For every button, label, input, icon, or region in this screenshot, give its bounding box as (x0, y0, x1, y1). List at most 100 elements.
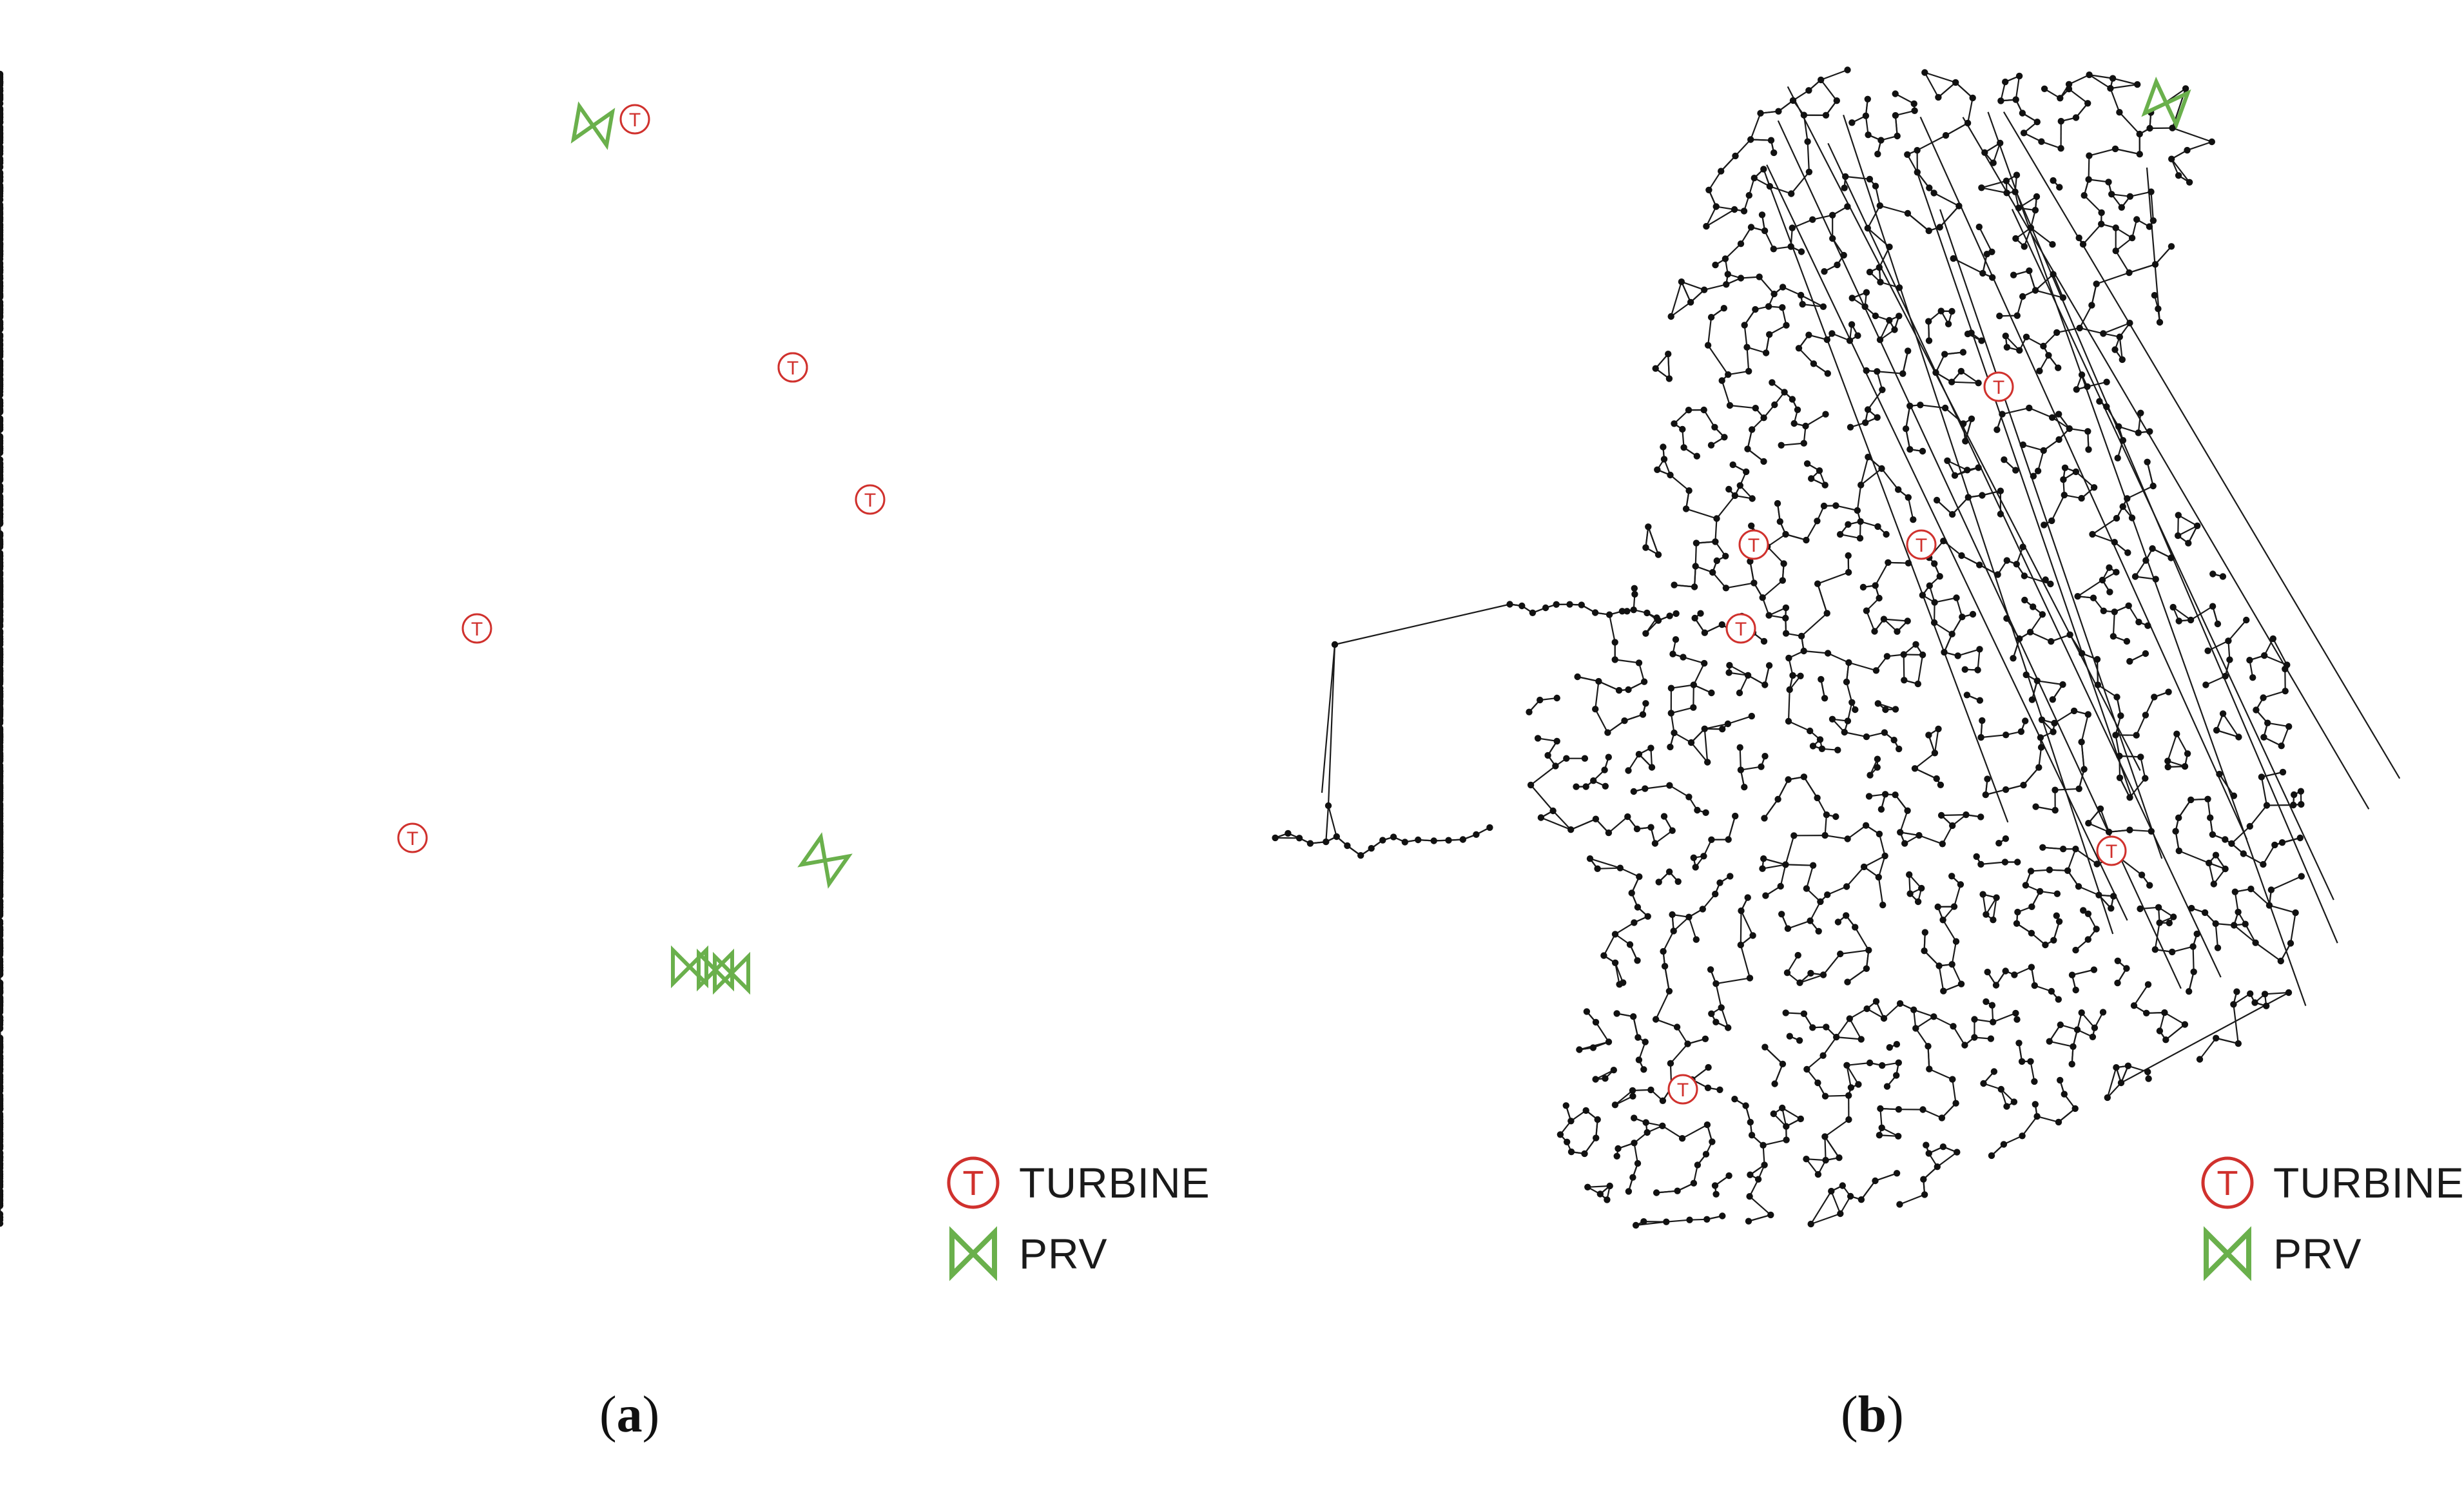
pipe (1981, 187, 2007, 194)
junction-node (0, 129, 4, 137)
pipe (2177, 525, 2198, 537)
junction-node (0, 1044, 4, 1052)
junction-node (0, 1131, 4, 1138)
pipe (1903, 654, 1905, 681)
pipe (1905, 405, 1911, 429)
junction-node (1745, 191, 1752, 199)
junction-node (0, 143, 4, 150)
junction-node (0, 259, 4, 267)
pipe (2272, 638, 2288, 666)
pipe (2028, 270, 2037, 291)
pipe (1785, 864, 1814, 866)
pipe (1597, 867, 1620, 869)
pipe (1683, 656, 1705, 665)
pipe (1598, 681, 1620, 692)
pipe (2171, 159, 2190, 183)
pipe (1688, 917, 1697, 940)
pipe (1806, 1054, 1824, 1070)
turbine-icon: T (619, 104, 650, 135)
junction-node (1775, 108, 1782, 115)
junction-node (0, 735, 4, 742)
pipe (1670, 281, 1682, 317)
pipe (2083, 195, 2102, 213)
pipe (1703, 284, 1727, 291)
pipe (1607, 720, 1625, 733)
junction-node (0, 110, 4, 117)
junction-node (0, 904, 4, 911)
pipe (1961, 370, 1979, 384)
junction-node (1914, 147, 1921, 154)
pipe (1945, 122, 1968, 137)
pipe (1790, 171, 1810, 195)
pipe (1952, 496, 1969, 515)
junction-node (2057, 117, 2064, 125)
pipe (2222, 713, 2240, 738)
junction-node (0, 318, 4, 326)
pipe (1764, 1046, 1783, 1065)
pipe (1787, 955, 1799, 973)
junction-node (1767, 137, 1775, 144)
pipe (1589, 858, 1621, 869)
pipe (1907, 213, 1930, 231)
junction-node (0, 685, 4, 692)
pipe (1767, 546, 1785, 565)
pipe (1883, 1003, 1901, 1019)
pipe (1615, 659, 1640, 664)
pipe (1961, 555, 1980, 566)
junction-node (2109, 75, 2117, 82)
pipe (1727, 815, 1736, 840)
pipe (2091, 518, 2117, 535)
pipe (2231, 826, 2251, 844)
pipe (2118, 425, 2139, 434)
pipe (1595, 681, 1600, 710)
pipe (1952, 381, 1979, 384)
pipe (2075, 848, 2098, 865)
pipe (2234, 891, 2239, 913)
junction-node (2086, 152, 2093, 159)
junction-node (0, 925, 4, 933)
pipe (1656, 1190, 1678, 1194)
junction-node (1805, 87, 1812, 94)
pipe (1714, 518, 1718, 542)
pipe (1981, 861, 2005, 865)
pipe (1707, 317, 1712, 345)
pipe (1823, 953, 1841, 976)
junction-node (0, 538, 4, 545)
pipe (1721, 380, 1731, 406)
pipe (2012, 638, 2021, 659)
junction-node (0, 119, 4, 126)
pipe (2188, 971, 2195, 992)
pipe (2265, 991, 2289, 995)
junction-node (1990, 159, 1997, 166)
pipe (1715, 983, 1722, 1008)
junction-node (0, 989, 4, 996)
pipe (2263, 690, 2286, 699)
junction-node (0, 368, 4, 375)
pipe (1734, 139, 1752, 157)
pipe (1899, 1194, 1925, 1205)
pipe (2233, 924, 2256, 944)
pipe (1860, 456, 1869, 485)
pipe (2058, 1108, 2076, 1123)
junction-node (2012, 188, 2019, 195)
junction-node (1877, 137, 1885, 144)
junction-node (2105, 179, 2112, 186)
pipe (1937, 1151, 1957, 1168)
pipe (2108, 829, 2130, 833)
junction-node (0, 897, 4, 904)
pipe (2164, 1012, 2186, 1025)
caption-a: (a) (599, 1386, 660, 1443)
pipe (1647, 526, 1660, 555)
junction-node (0, 791, 4, 799)
pipe (2102, 322, 2130, 335)
pipe (1321, 644, 1336, 793)
junction-node (2084, 100, 2091, 107)
pipe (1740, 766, 1761, 771)
pipe (2068, 88, 2088, 104)
pipe (1769, 186, 1792, 195)
junction-node (1766, 182, 1774, 190)
junction-node (0, 1111, 4, 1118)
pipe (2035, 289, 2064, 298)
pipe (1915, 1027, 1929, 1047)
